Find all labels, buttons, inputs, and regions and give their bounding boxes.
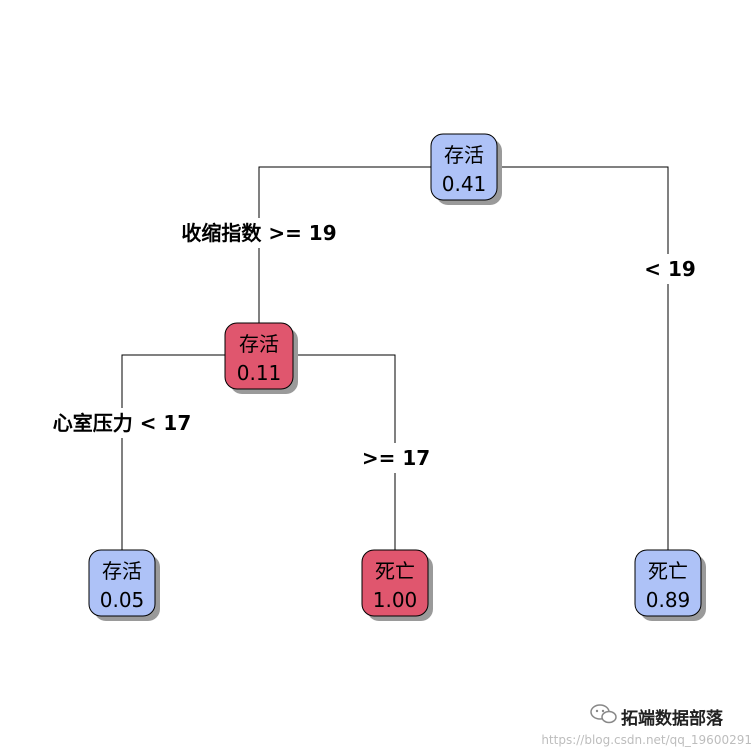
node-class-left: 存活 (239, 332, 279, 356)
node-box-leaf3 (634, 549, 702, 617)
node-box-leaf1 (88, 549, 156, 617)
edge-root-right (497, 166, 669, 553)
split-label-root-left: 收缩指数 >= 19 (172, 218, 348, 248)
watermark-url: https://blog.csdn.net/qq_19600291 (541, 733, 752, 747)
split-label-left-right: >= 17 (360, 443, 432, 473)
split-text-left-left: 心室压力 < 17 (53, 411, 192, 435)
split-text-left-right: >= 17 (362, 446, 430, 470)
node-leaf2: 死亡 1.00 (361, 549, 433, 621)
node-root: 存活 0.41 (430, 133, 502, 205)
split-label-left-left: 心室压力 < 17 (40, 408, 204, 438)
watermark: 拓端数据部落 https://blog.csdn.net/qq_19600291 (541, 704, 752, 747)
edge-left-left (121, 354, 225, 553)
node-box-left (224, 322, 294, 390)
node-leaf1: 存活 0.05 (88, 549, 160, 621)
node-class-root: 存活 (444, 143, 484, 167)
node-prob-leaf2: 1.00 (373, 588, 418, 612)
node-class-leaf3: 死亡 (648, 559, 688, 583)
node-left: 存活 0.11 (224, 322, 298, 394)
watermark-brand: 拓端数据部落 (621, 708, 724, 729)
split-text-root-right: < 19 (644, 257, 696, 281)
node-class-leaf2: 死亡 (375, 559, 415, 583)
split-text-root-left: 收缩指数 >= 19 (181, 221, 336, 245)
edge-root-left (225, 166, 431, 334)
split-label-root-right: < 19 (642, 254, 698, 284)
node-prob-left: 0.11 (237, 361, 282, 385)
node-box-leaf2 (361, 549, 429, 617)
node-box-root (430, 133, 498, 201)
node-leaf3: 死亡 0.89 (634, 549, 706, 621)
node-class-leaf1: 存活 (102, 559, 142, 583)
wechat-icon (590, 704, 617, 724)
node-prob-leaf1: 0.05 (100, 588, 145, 612)
node-prob-leaf3: 0.89 (646, 588, 691, 612)
edge-left-right (293, 354, 396, 553)
node-prob-root: 0.41 (442, 172, 487, 196)
